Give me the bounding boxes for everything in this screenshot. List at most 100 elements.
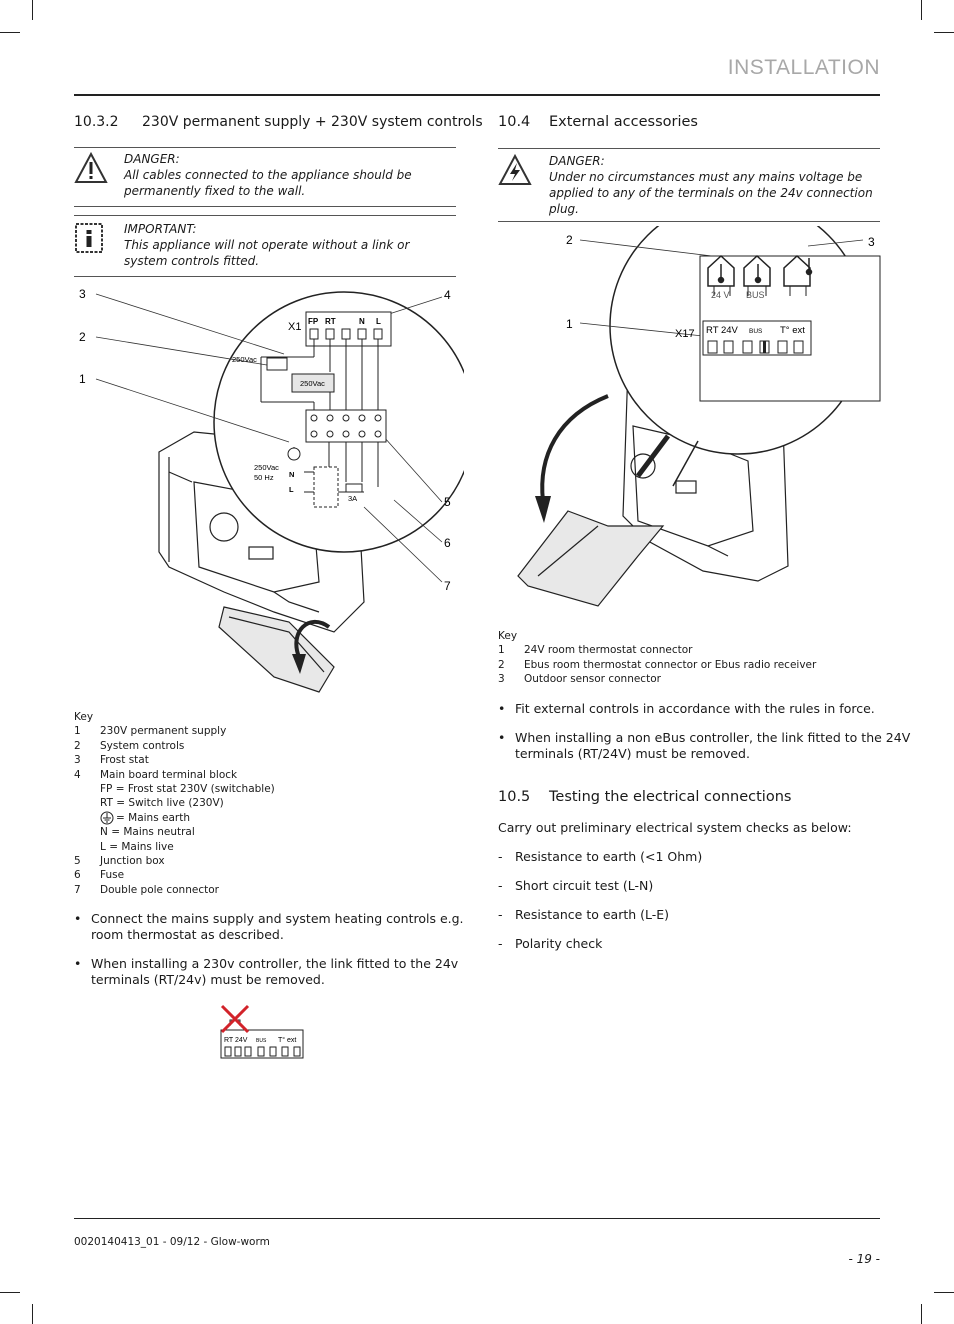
electrical-hazard-icon: [498, 154, 532, 185]
callout-2: 2: [79, 330, 86, 344]
bullet-line: Fit external controls in accordance with…: [515, 701, 875, 716]
notice-title: DANGER:: [549, 154, 605, 168]
crop-mark: [0, 1292, 20, 1293]
key-number: 1: [498, 644, 505, 657]
x17-label: X17: [675, 328, 695, 340]
key-text: N = Mains neutral: [100, 826, 195, 839]
terminal-rt-label: RT 24V: [706, 325, 739, 336]
crop-mark: [921, 0, 922, 20]
key-text: Outdoor sensor connector: [524, 673, 661, 686]
bullet-line: When installing a 230v controller, the l…: [91, 956, 459, 971]
key-text: RT = Switch live (230V): [100, 797, 224, 810]
check-text: Resistance to earth (<1 Ohm): [515, 849, 703, 864]
callout-7: 7: [444, 579, 451, 593]
notice-body: Under no circumstances must any mains vo…: [549, 170, 873, 216]
key-title: Key: [498, 629, 878, 643]
danger-notice: DANGER: Under no circumstances must any …: [549, 153, 879, 217]
document-reference: 0020140413_01 - 09/12 - Glow-worm: [74, 1236, 270, 1248]
terminal-bus-label: BUS: [256, 1038, 267, 1044]
key-item: 5 Junction box: [74, 854, 454, 868]
callout-2: 2: [566, 233, 573, 247]
heading-number: 10.3.2: [74, 114, 119, 130]
key-text: FP = Frost stat 230V (switchable): [100, 782, 275, 795]
bullet-line: terminals (RT/24v) must be removed.: [91, 972, 325, 987]
terminal-bus-label: BUS: [749, 328, 763, 335]
key-number: 3: [74, 754, 81, 767]
important-notice: IMPORTANT: This appliance will not opera…: [124, 221, 454, 269]
fuse-label: 3A: [348, 494, 357, 503]
dash-marker: -: [498, 907, 503, 922]
divider: [74, 147, 456, 148]
key-text: 230V permanent supply: [100, 725, 227, 738]
frequency-label: 50 Hz: [254, 473, 274, 482]
l-label: L: [289, 485, 294, 494]
crop-mark: [921, 1304, 922, 1324]
warning-icon: [74, 152, 108, 183]
bullet-dot: •: [498, 701, 506, 716]
crop-mark: [32, 1304, 33, 1324]
terminal-ext-label: T° ext: [278, 1036, 296, 1044]
key-number: 4: [74, 768, 81, 781]
key-title: Key: [74, 710, 454, 724]
key-item: FP = Frost stat 230V (switchable): [74, 782, 454, 796]
key-number: 1: [74, 725, 81, 738]
check-text: Short circuit test (L-N): [515, 878, 654, 893]
header-rule: [74, 94, 880, 96]
key-text: 24V room thermostat connector: [524, 644, 693, 657]
terminal-rt-label: RT 24V: [224, 1037, 248, 1044]
key-number: 6: [74, 869, 81, 882]
voltage-label: 250Vac: [300, 379, 325, 388]
24v-label: 24 V: [711, 290, 730, 300]
callout-1: 1: [566, 317, 573, 331]
key-item: 1 24V room thermostat connector: [498, 643, 878, 657]
key-number: 5: [74, 854, 81, 867]
notice-title: IMPORTANT:: [124, 222, 197, 236]
heading-10-3-2: 10.3.2 230V permanent supply + 230V syst…: [74, 114, 483, 130]
key-text: Junction box: [100, 854, 165, 867]
check-text: Resistance to earth (L-E): [515, 907, 670, 922]
bullet-line: When installing a non eBus controller, t…: [515, 730, 911, 745]
n-label: N: [289, 470, 294, 479]
section-title: INSTALLATION: [727, 56, 880, 79]
bus-label: BUS: [746, 290, 765, 300]
key-text: Main board terminal block: [100, 768, 238, 781]
heading-number: 10.4: [498, 114, 531, 130]
fp-label: FP: [308, 317, 319, 326]
key-item: N = Mains neutral: [74, 825, 454, 839]
notice-body: All cables connected to the appliance sh…: [124, 168, 412, 198]
key-item: 3 Frost stat: [74, 753, 454, 767]
dash-marker: -: [498, 849, 503, 864]
footer-rule: [74, 1218, 880, 1219]
crop-mark: [934, 1292, 954, 1293]
voltage-label: 250Vac: [232, 355, 257, 364]
crop-mark: [0, 32, 20, 33]
key-item: RT = Switch live (230V): [74, 796, 454, 810]
divider: [74, 215, 456, 216]
key-number: 7: [74, 883, 81, 896]
rt-label: RT: [325, 317, 336, 326]
heading-title: External accessories: [549, 114, 698, 130]
key-title-text: Key: [498, 630, 518, 642]
dash-marker: -: [498, 936, 503, 951]
danger-notice: DANGER: All cables connected to the appl…: [124, 151, 454, 199]
key-item: = Mains earth: [74, 811, 454, 825]
key-text: System controls: [100, 739, 185, 752]
key-number: 2: [74, 739, 81, 752]
bullet-dot: •: [74, 911, 82, 926]
bullet-dot: •: [74, 956, 82, 971]
divider: [74, 206, 456, 207]
heading-10-5: 10.5 Testing the electrical connections: [498, 789, 791, 805]
key-text: Frost stat: [100, 754, 149, 767]
bullet-item: • When installing a 230v controller, the…: [74, 956, 458, 990]
earth-icon: [100, 811, 114, 825]
bullet-line: Connect the mains supply and system heat…: [91, 911, 464, 926]
key-item: L = Mains live: [74, 840, 454, 854]
heading-title: 230V permanent supply + 230V system cont…: [142, 114, 483, 130]
callout-3: 3: [79, 287, 86, 301]
terminal-strip-link-removed: RT 24V BUS T° ext: [220, 1004, 304, 1059]
key-number: 2: [498, 658, 505, 671]
bullet-item: • Fit external controls in accordance wi…: [498, 701, 880, 719]
